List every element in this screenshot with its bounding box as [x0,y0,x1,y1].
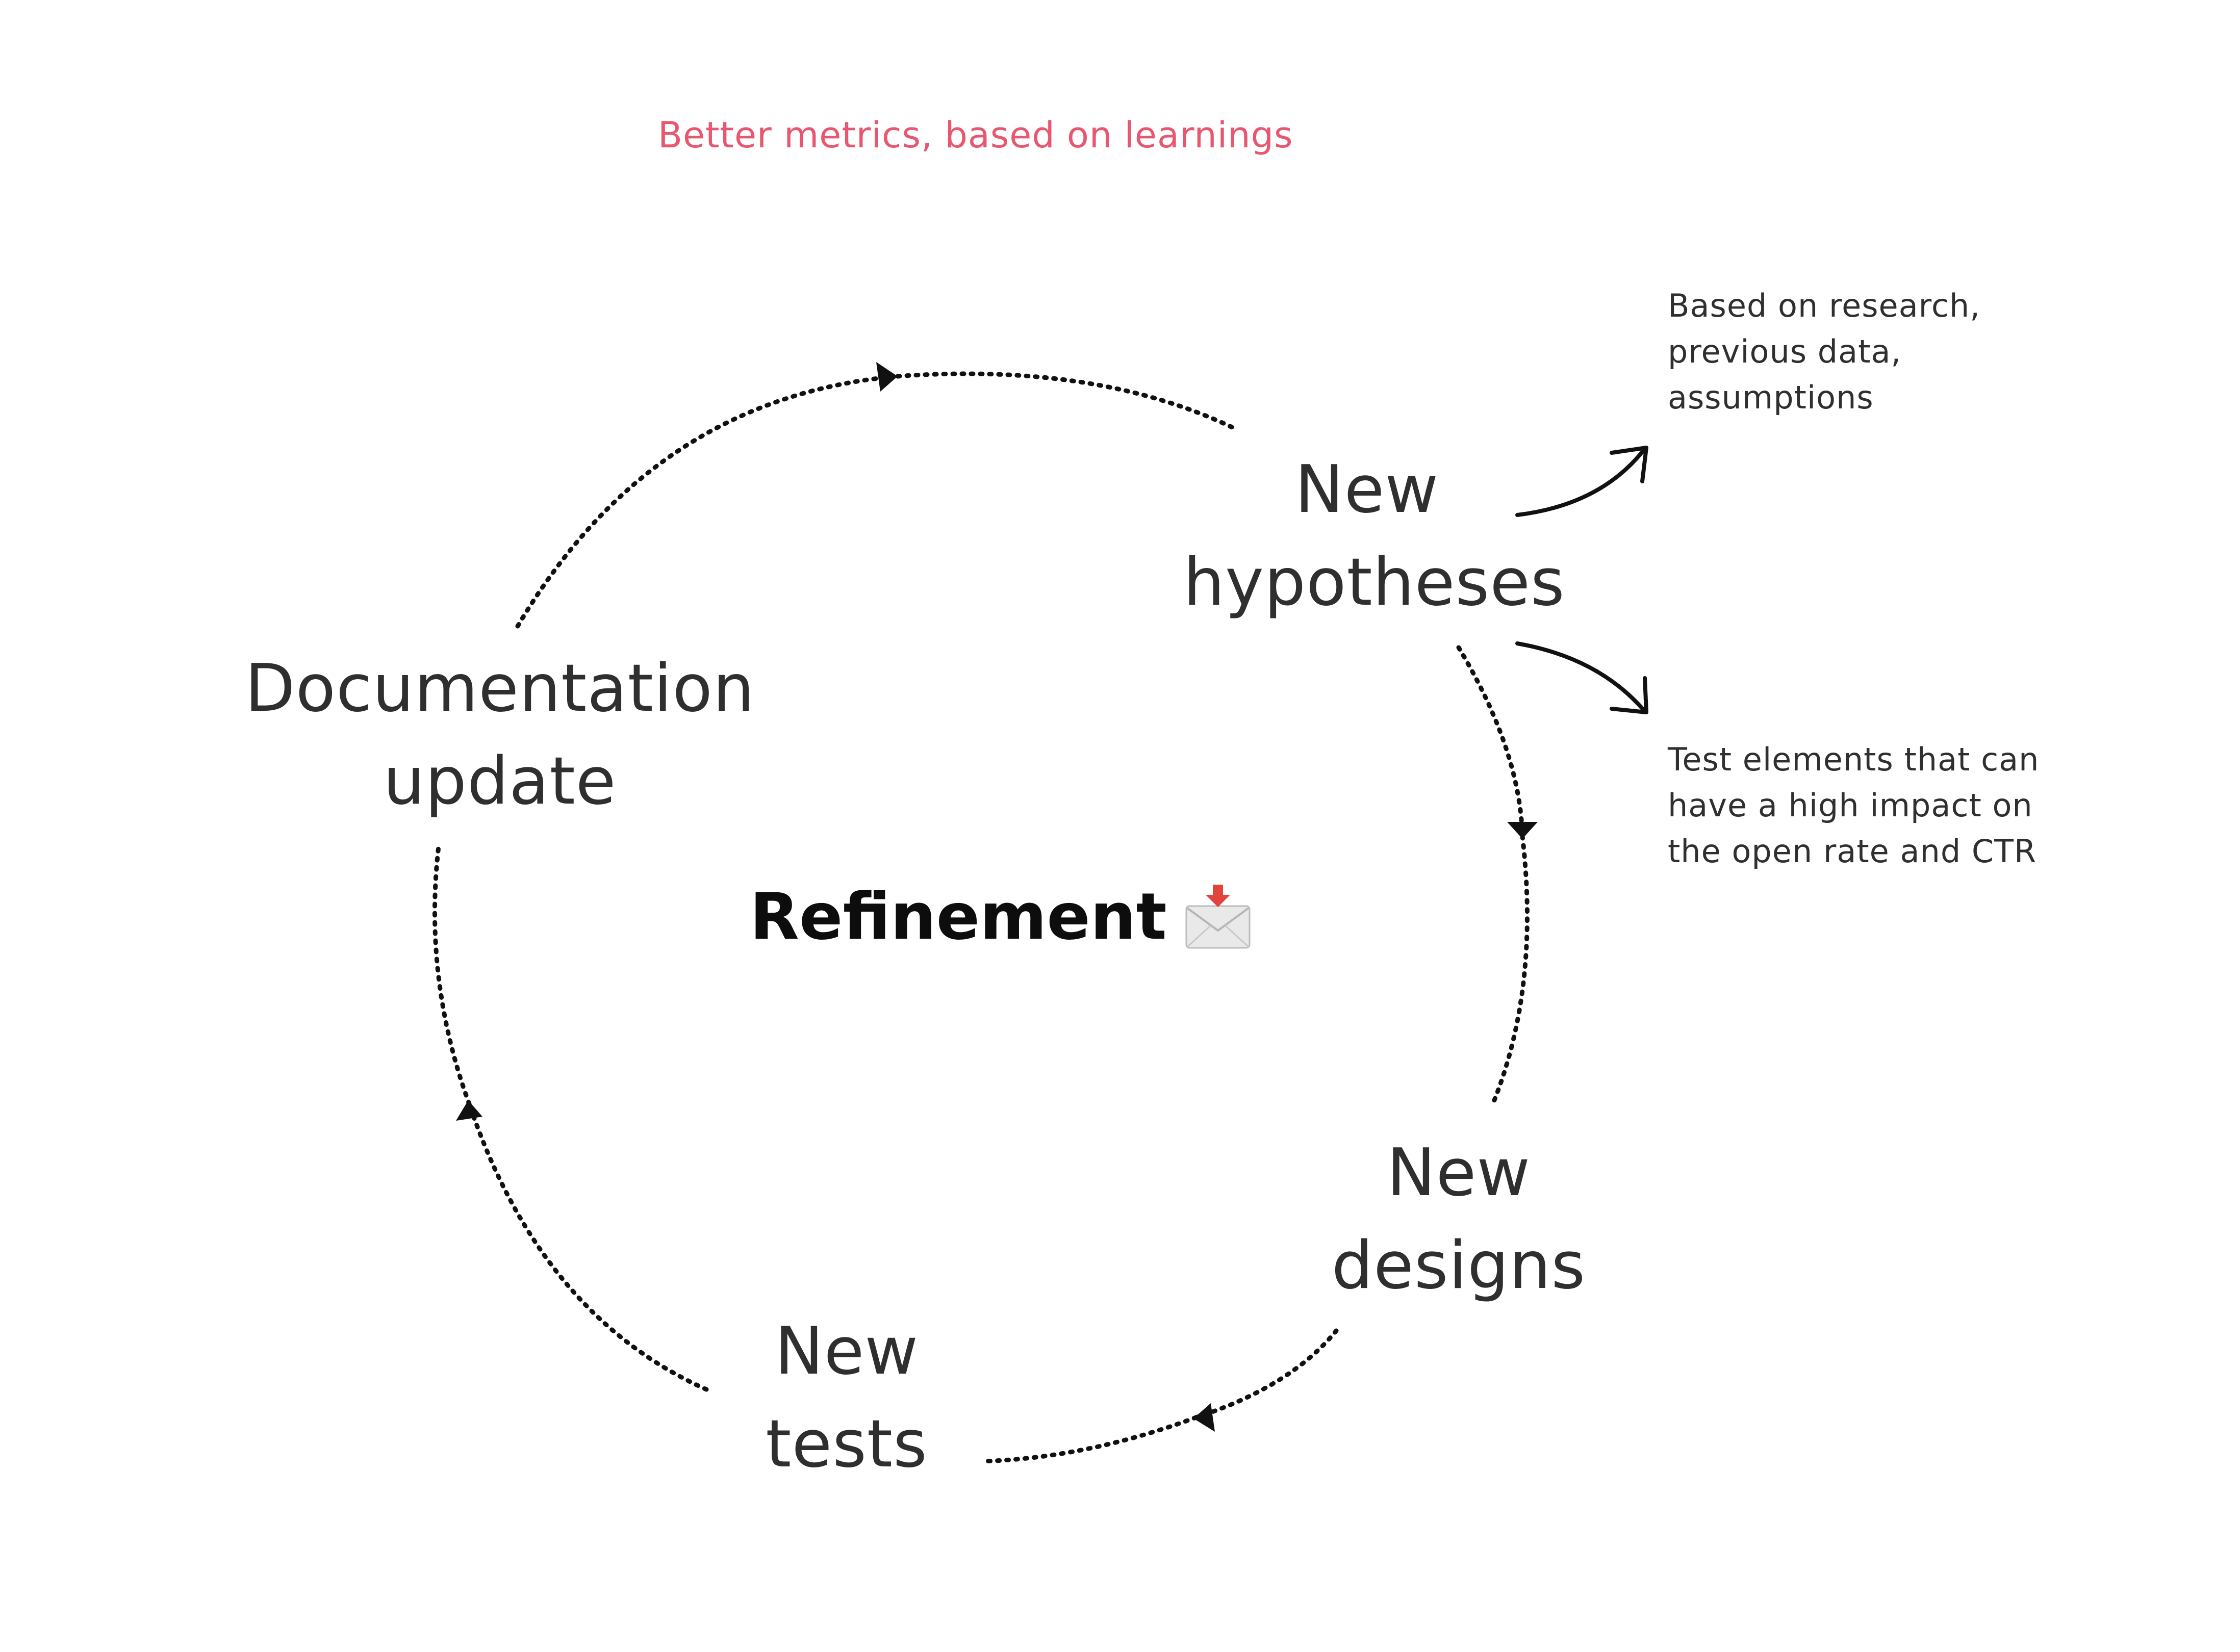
arrow-to-basis-note [1515,447,1647,517]
stage-new-designs-line1: New [1386,1135,1531,1211]
cycle-arcs [432,371,1530,1464]
arc-hypotheses-to-designs [1456,645,1525,839]
arrow-to-basis-note-head [1610,446,1648,483]
arrowhead-bottom [1193,1403,1215,1432]
arrowhead-right [1507,822,1538,839]
note-arrows [1515,446,1648,714]
stage-documentation-update-line2: update [383,743,617,819]
stage-new-hypotheses-line1: New [1294,452,1439,528]
arc-tests-to-doc-tail [432,844,472,1106]
stage-documentation-update: Documentation update [219,642,780,828]
note-hypotheses-basis-line2: previous data, [1668,333,1902,370]
note-hypotheses-basis-line3: assumptions [1668,379,1874,416]
arc-tests-to-doc [467,1101,709,1392]
arc-designs-to-tests-tail [979,1415,1199,1464]
center-title: Refinement [750,879,1167,954]
cycle-arrowheads [456,362,1538,1432]
top-note: Better metrics, based on learnings [658,114,1293,156]
stage-new-tests-line2: tests [766,1406,928,1482]
note-test-elements-line1: Test elements that can [1668,741,2040,778]
stage-new-tests-line1: New [774,1313,919,1389]
incoming-envelope-icon [1185,885,1251,949]
arrowhead-left [456,1100,482,1121]
stage-new-hypotheses: New hypotheses [1183,444,1565,629]
arc-doc-to-hypotheses-tail [895,371,1237,431]
arc-designs-to-tests [1193,1328,1339,1420]
note-test-elements-line2: have a high impact on [1668,787,2033,824]
note-hypotheses-basis: Based on research, previous data, assump… [1668,283,1980,421]
stage-new-designs: New designs [1275,1127,1642,1312]
arrowhead-top [876,362,898,392]
note-test-elements-line3: the open rate and CTR [1668,833,2037,870]
note-test-elements: Test elements that can have a high impac… [1668,737,2039,874]
arrow-to-test-note-head [1610,676,1648,714]
note-hypotheses-basis-line1: Based on research, [1668,287,1980,324]
arrow-to-test-note [1515,641,1647,713]
stage-new-designs-line2: designs [1331,1228,1586,1304]
center-title-group: Refinement [750,876,1252,958]
stage-new-tests: New tests [663,1305,1030,1491]
arc-doc-to-hypotheses [515,374,900,629]
stage-documentation-update-line1: Documentation [245,651,755,727]
stage-new-hypotheses-line2: hypotheses [1183,545,1565,621]
arc-hypotheses-to-designs-tail [1489,834,1530,1109]
